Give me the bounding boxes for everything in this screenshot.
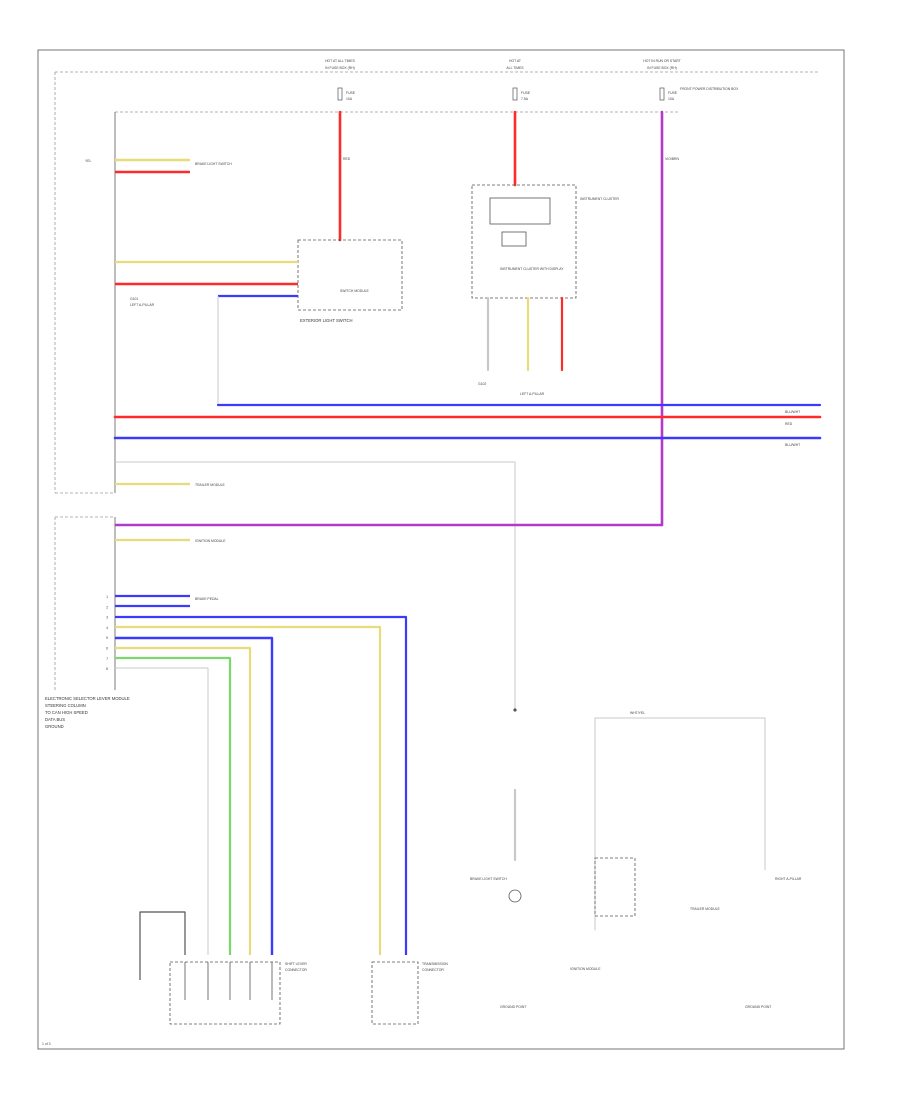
cluster-display-icon <box>501 231 527 247</box>
fuse-amps: 10A <box>668 97 675 101</box>
fuse-header-1: HOT AT <box>509 59 521 63</box>
shift-lever-ground-wire <box>139 911 186 980</box>
cluster-ground-label: G102 <box>478 382 486 386</box>
module-pin-label: 6 <box>106 647 108 651</box>
wire-blue-to-lever <box>115 636 274 955</box>
exterior-switch-module-label: SWITCH MODULE <box>340 289 370 293</box>
esl-module-label-4: DATA BUS <box>45 717 65 722</box>
fuse-label: FUSE <box>521 91 531 95</box>
brake-ground-label: GROUND POINT <box>500 1005 526 1009</box>
esl-module-label-2: STEERING COLUMN <box>45 703 86 708</box>
instrument-cluster-box <box>471 184 577 299</box>
fuse-amps: 7.5A <box>521 97 529 101</box>
stub-target-2: TRAILER MODULE <box>195 483 226 487</box>
esl-module-label-3: TO CAN HIGH SPEED <box>45 710 88 715</box>
wire-gray-to-lever <box>115 667 209 955</box>
module-pin-label: 8 <box>106 667 108 671</box>
fuse-icon <box>659 87 665 101</box>
brake-switch-icon <box>508 889 522 903</box>
far-right-ground-label: GROUND POINT <box>745 1005 771 1009</box>
module-pin-label: 1 <box>106 595 108 599</box>
shift-lever-label-2: CONNECTOR <box>285 968 307 972</box>
exterior-light-switch-label: EXTERIOR LIGHT SWITCH <box>300 318 353 323</box>
fuse-label: FUSE <box>346 91 356 95</box>
fuse-header-2: IN FUSE BOX (RH) <box>325 66 355 70</box>
instrument-cluster-label: INSTRUMENT CLUSTER <box>580 197 619 201</box>
left-ground-label: G101 <box>130 297 138 301</box>
wire-yellow-to-lever <box>115 646 252 955</box>
module-pin-label: 2 <box>106 605 108 609</box>
fuse-note: FRONT POWER DISTRIBUTION BOX <box>680 87 739 91</box>
fuse-header-2: IN FUSE BOX (RH) <box>647 66 677 70</box>
esl-module-label-5: GROUND <box>45 724 64 729</box>
module-pin-label: 4 <box>106 626 108 630</box>
diagram-frame <box>37 49 845 1050</box>
stub-target-4: BRAKE PEDAL <box>195 597 219 601</box>
stub-target-1: BRAKE LIGHT SWITCH <box>195 162 232 166</box>
wire-gray-right-label: WHT/YEL <box>630 711 645 715</box>
fuse-header-2: ALL TIMES <box>506 66 524 70</box>
cluster-ground-label-2: LEFT A-PILLAR <box>520 392 545 396</box>
wire-label-red: RED <box>343 157 351 161</box>
wire-darkyel-right <box>630 805 705 990</box>
exterior-light-switch-box <box>297 239 403 311</box>
wire-green-to-lever <box>115 656 232 955</box>
wire-label-purple: VIO/BRN <box>665 157 679 161</box>
left-ground-label-2: LEFT A-PILLAR <box>130 303 155 307</box>
footer-code: 1 of 3 <box>42 1042 51 1046</box>
fuse-amps: 10A <box>346 97 353 101</box>
fuse-label: FUSE <box>668 91 678 95</box>
module-pin-label: 3 <box>106 616 108 620</box>
esl-module-label: ELECTRONIC SELECTOR LEVER MODULE <box>45 696 130 701</box>
transmission-connector-box <box>371 961 419 1025</box>
cluster-connector-icon <box>489 197 551 225</box>
bus-label-red: RED <box>785 422 793 426</box>
brake-switch-label: BRAKE LIGHT SWITCH <box>470 877 507 881</box>
stub-target-3: IGNITION MODULE <box>195 539 226 543</box>
module-pin-label: 5 <box>106 636 108 640</box>
transmission-label: TRANSMISSION <box>422 962 448 966</box>
fuse-icon <box>337 87 343 101</box>
wire-blue-to-trans <box>115 615 408 955</box>
wire-gray-center <box>115 461 516 710</box>
shift-lever-connector-box <box>169 961 281 1025</box>
stub-label-1: YEL <box>85 159 92 163</box>
module-pin-label: 7 <box>106 657 108 661</box>
fuse-icon <box>512 87 518 101</box>
right-module-box <box>594 857 636 917</box>
right-module-label: IGNITION MODULE <box>570 967 601 971</box>
bus-label-blue-top: BLU/WHT <box>785 410 800 414</box>
bus-label-blue: BLU/WHT <box>785 443 800 447</box>
cluster-note: INSTRUMENT CLUSTER WITH DISPLAY <box>500 267 564 271</box>
fuse-header-1: HOT IN RUN OR START <box>643 59 681 63</box>
transmission-label-2: CONNECTOR <box>422 968 444 972</box>
fuse-header-1: HOT AT ALL TIMES <box>325 59 356 63</box>
far-right-label: RIGHT A-PILLAR <box>775 877 802 881</box>
shift-lever-label: SHIFT LEVER <box>285 962 307 966</box>
right-module-label-2: TRAILER MODULE <box>690 907 721 911</box>
wire-yellow-to-trans <box>115 625 382 955</box>
junction-center <box>513 708 517 712</box>
